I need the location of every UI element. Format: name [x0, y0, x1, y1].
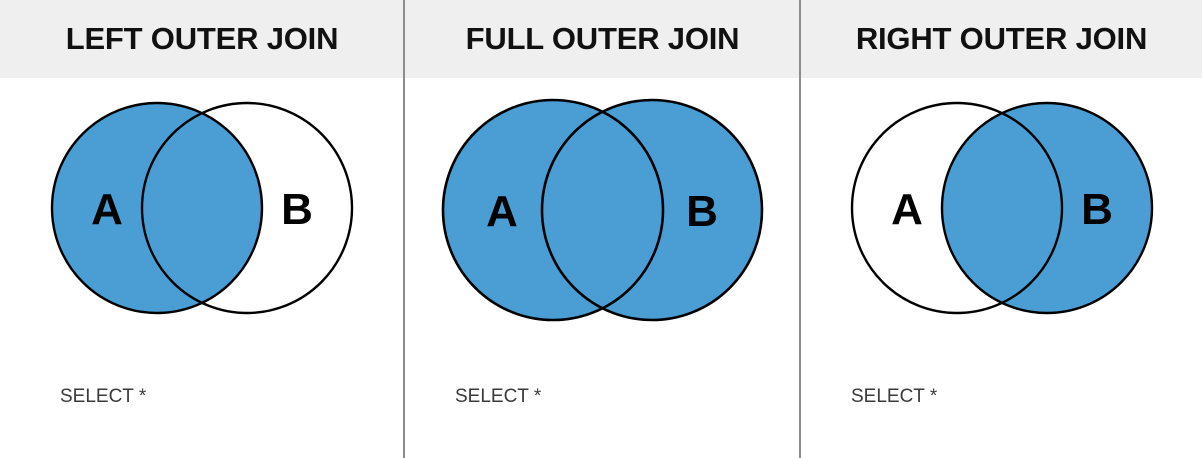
venn-overlap-region	[941, 103, 1062, 313]
venn-diagram-full-outer-join: A B	[405, 98, 799, 326]
venn-circle-b-fill	[541, 100, 762, 320]
sql-snippet-right-outer-join: SELECT * FROM A a RIGHT OUTER JOIN B b O…	[851, 334, 1101, 458]
panel-title-right-outer-join: RIGHT OUTER JOIN	[855, 21, 1148, 56]
venn-diagram-right-outer-join: A B	[801, 98, 1202, 326]
venn-svg-left-outer-join: A B	[50, 101, 353, 315]
venn-label-b: B	[281, 185, 313, 234]
venn-label-b: B	[1081, 185, 1113, 234]
venn-circle-a-outline	[441, 98, 664, 322]
venn-circle-b-outline	[540, 98, 763, 322]
venn-label-a: A	[91, 185, 123, 234]
header-band	[0, 0, 1202, 78]
venn-circle-b-outline	[940, 101, 1153, 315]
sql-line: SELECT *	[455, 386, 542, 407]
venn-svg-full-outer-join: A B	[441, 98, 763, 322]
venn-svg-right-outer-join: A B	[850, 101, 1153, 315]
sql-line: SELECT *	[60, 386, 147, 407]
venn-label-a: A	[891, 185, 923, 234]
panel-title-left-outer-join: LEFT OUTER JOIN	[65, 21, 339, 56]
venn-circle-a-outline	[850, 101, 1063, 315]
column-divider	[799, 0, 801, 458]
venn-diagram-left-outer-join: A B	[0, 98, 403, 326]
sql-snippet-full-outer-join: SELECT * FROM A a FULL OUTER JOIN B b ON…	[455, 334, 692, 458]
venn-overlap-region	[141, 103, 262, 313]
venn-label-b: B	[686, 187, 718, 236]
venn-circle-b-outline	[140, 101, 353, 315]
sql-snippet-left-outer-join: SELECT * FROM A a LEFT JOIN B b ON a.KEY…	[60, 334, 260, 458]
column-divider	[403, 0, 405, 458]
sql-line: SELECT *	[851, 386, 938, 407]
venn-circle-a-outline	[50, 101, 263, 315]
venn-label-a: A	[486, 187, 518, 236]
panel-title-full-outer-join: FULL OUTER JOIN	[465, 21, 740, 56]
